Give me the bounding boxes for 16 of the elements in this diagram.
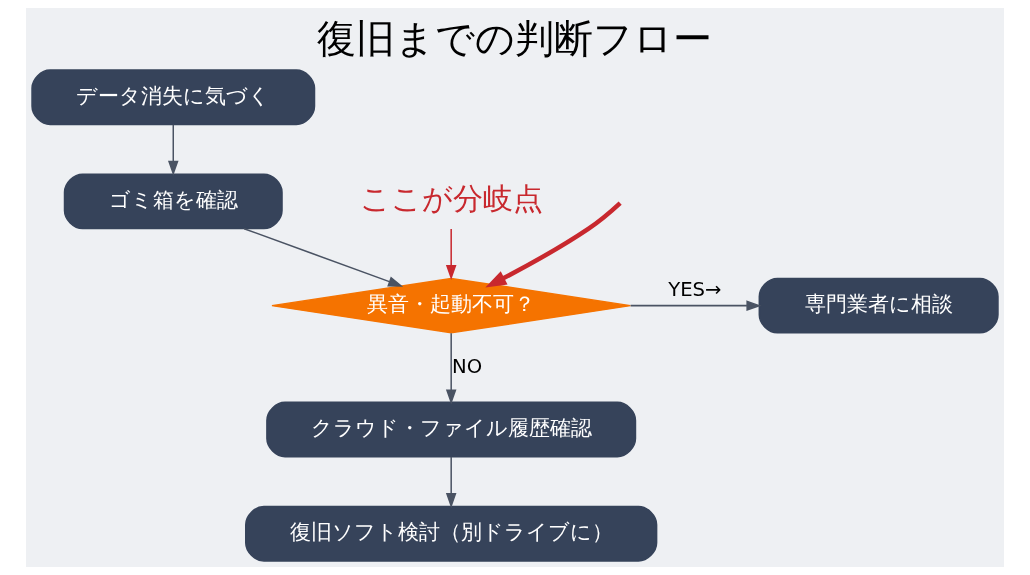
arrow <box>629 300 762 311</box>
edge-label: NO <box>451 354 483 378</box>
arrow <box>445 456 457 509</box>
diagram-title: 復旧までの判断フロー <box>317 15 713 61</box>
node-text: ここが分岐点 <box>359 180 543 216</box>
node-box: クラウド・ファイル履歴確認 <box>266 401 637 458</box>
node-box: 復旧ソフト検討（別ドライブに） <box>245 505 658 562</box>
node-box: ゴミ箱を確認 <box>63 173 283 230</box>
arrow <box>485 201 622 288</box>
arrow <box>167 124 179 176</box>
arrow <box>445 332 457 405</box>
edge-label: YES→ <box>668 277 722 301</box>
node-box: データ消失に気づく <box>31 69 316 126</box>
arrow <box>243 227 404 287</box>
node-box: 専門業者に相談 <box>758 277 999 334</box>
arrow <box>445 228 457 281</box>
